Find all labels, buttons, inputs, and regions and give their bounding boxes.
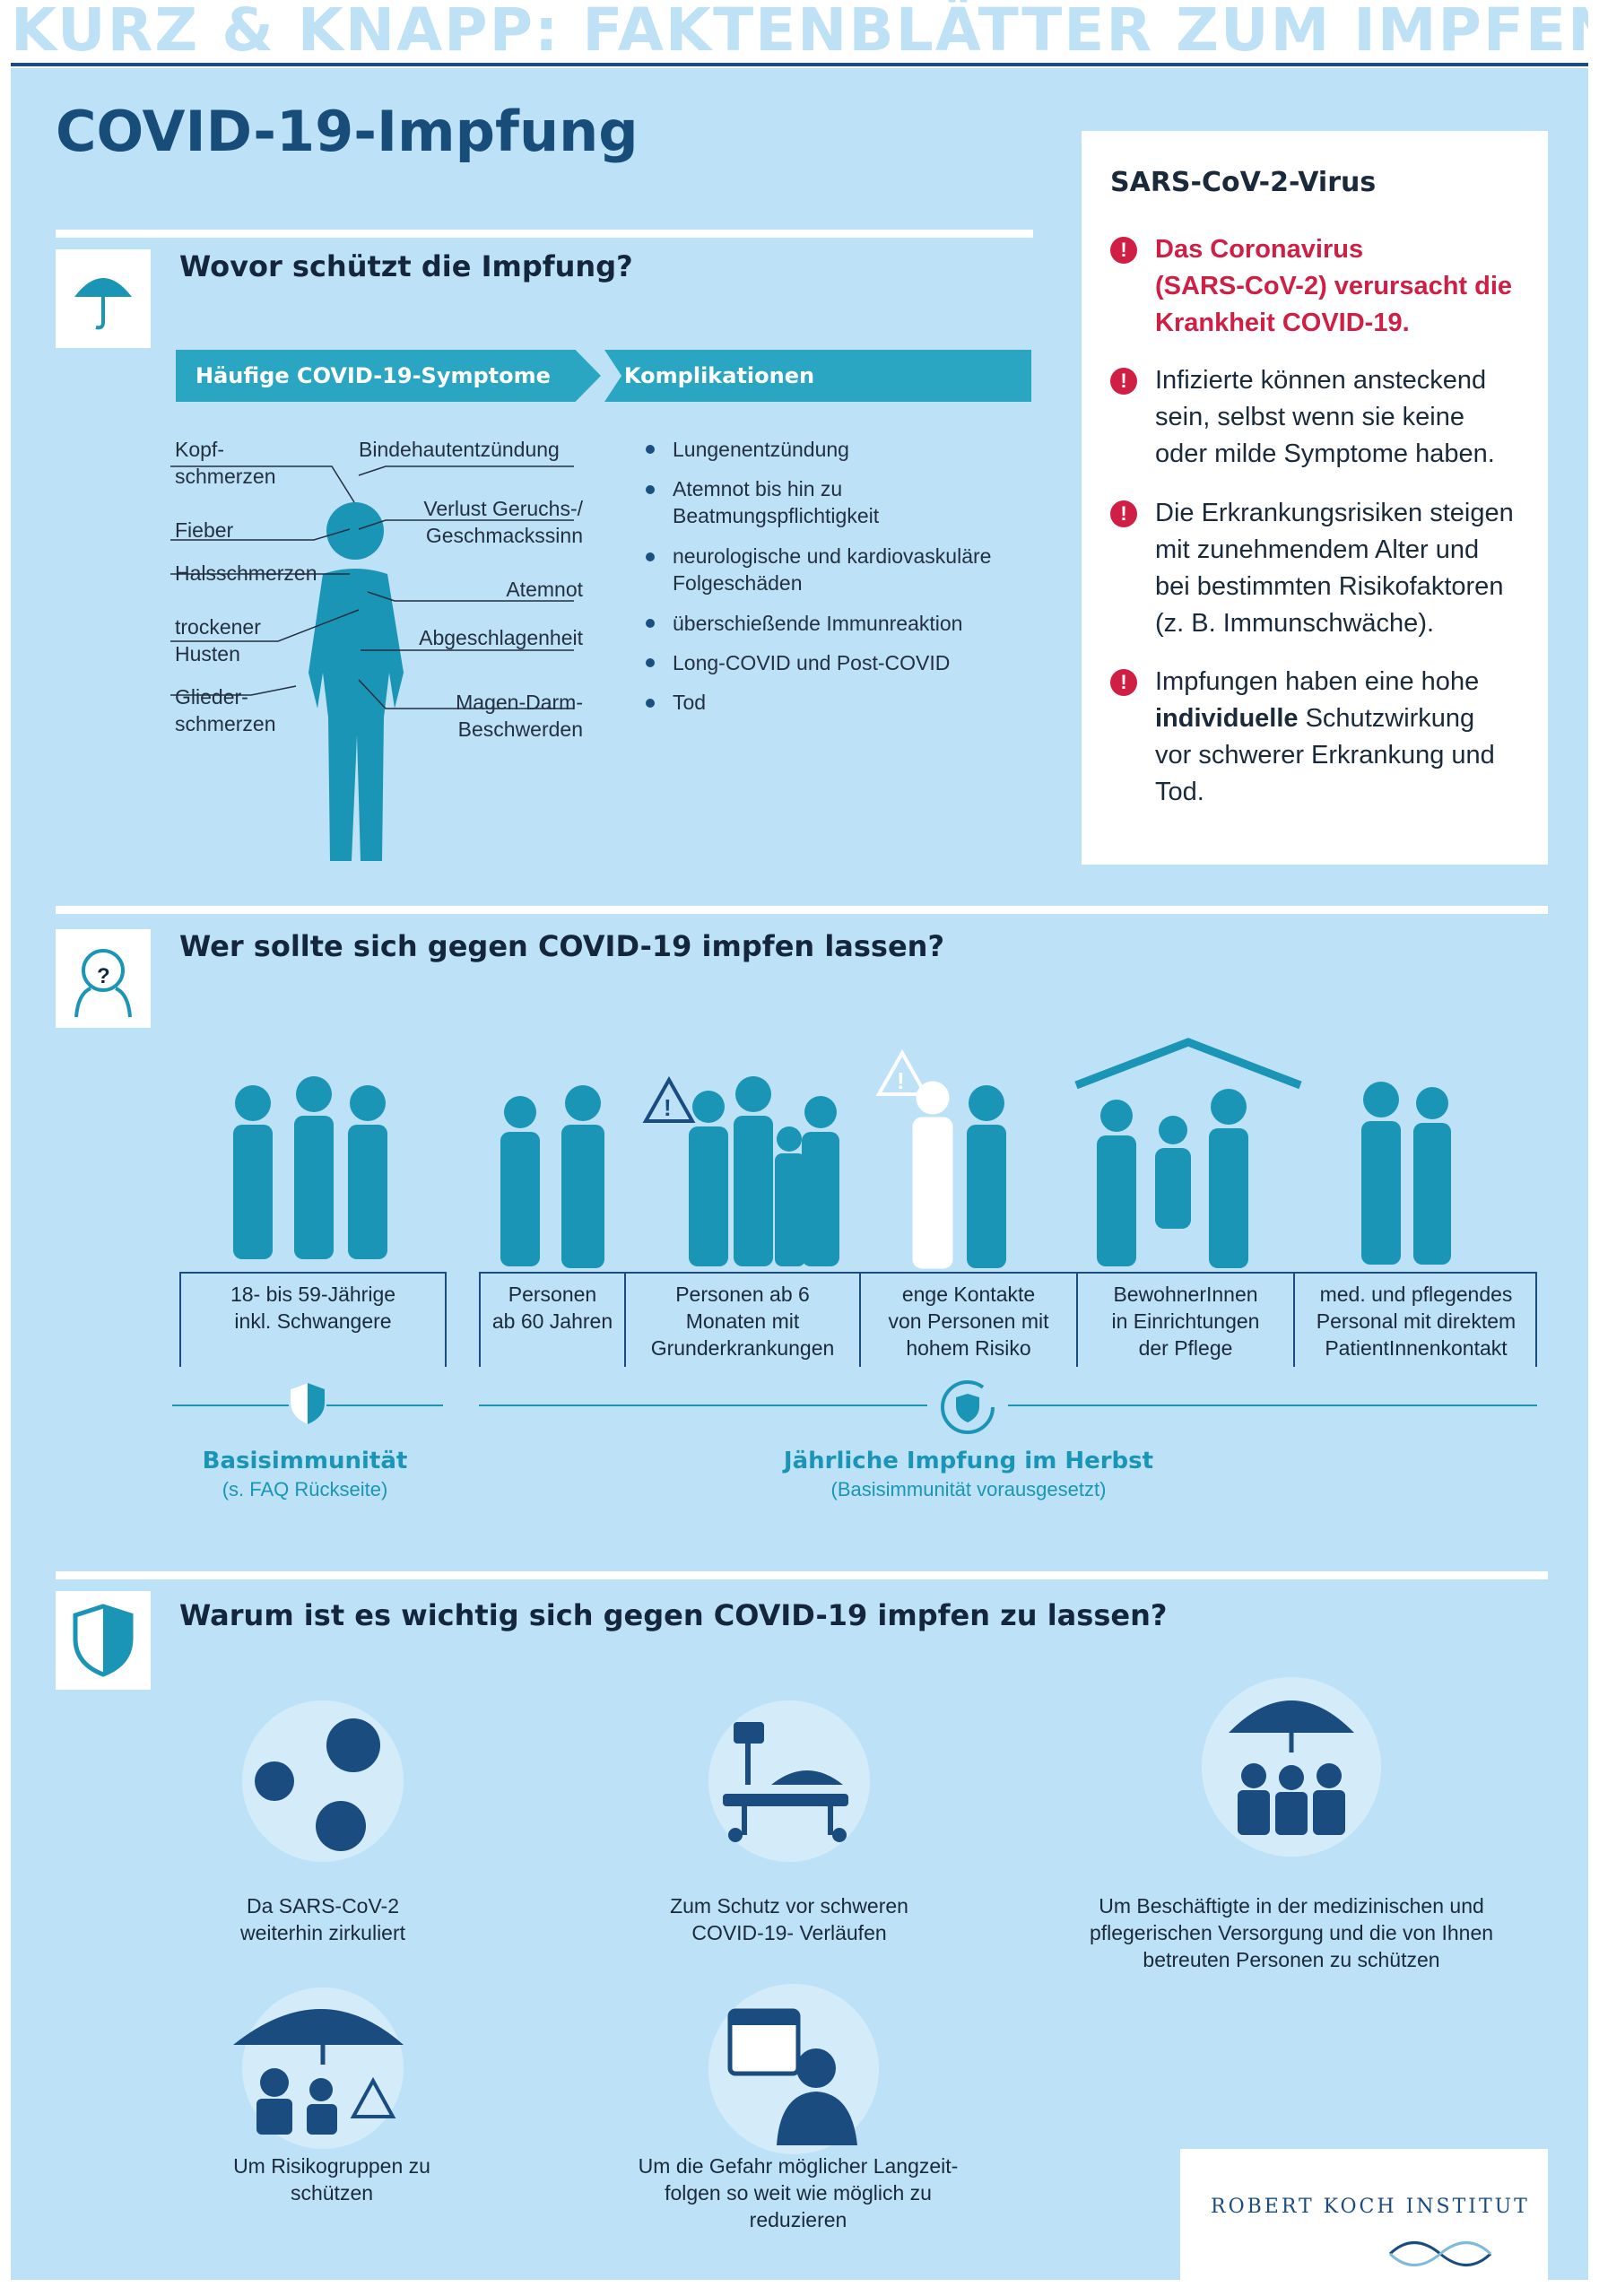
reason-label: Um die Gefahr möglicher Langzeit-folgen … (638, 2154, 959, 2231)
symptom-hals: Halsschmerzen (175, 561, 317, 585)
virus-icon (255, 1718, 380, 1851)
person-question-icon: ? (74, 949, 132, 1018)
dna-logo-icon (1388, 2241, 1492, 2266)
section-heading-why: Warum ist es wichtig sich gegen COVID-19… (179, 1598, 1168, 1632)
symptom-geruch: Verlust Geruchs-/Geschmackssinn (423, 497, 583, 547)
logo-text: ROBERT KOCH INSTITUT (1211, 2196, 1530, 2218)
complications-title: Komplikationen (624, 363, 815, 388)
symptom-glieder: Glieder-schmerzen (175, 685, 276, 735)
svg-text:!: ! (897, 1067, 905, 1094)
symptom-abgeschlagenheit: Abgeschlagenheit (419, 626, 583, 649)
basis-title: Basisimmunität (202, 1448, 408, 1474)
bullet (646, 485, 655, 494)
section-heading-who: Wer sollte sich gegen COVID-19 impfen la… (179, 929, 945, 963)
banner-rule (11, 63, 1588, 66)
bullet (646, 619, 655, 628)
divider (624, 1272, 626, 1367)
symptom-bindehaut: Bindehautentzündung (359, 438, 560, 461)
svg-text:!: ! (664, 1094, 672, 1121)
sars-box-title: SARS-CoV-2-Virus (1110, 167, 1377, 198)
risk-group-umbrella-icon (233, 2009, 404, 2135)
umbrella-icon (74, 278, 132, 330)
timeline-line (1008, 1405, 1537, 1406)
renewal-shield-icon (941, 1380, 995, 1434)
bullet (646, 445, 655, 454)
complication-item: überschießende Immunreaktion (673, 612, 963, 635)
medical-staff-umbrella-icon (1229, 1700, 1354, 1835)
timeline-line (326, 1405, 443, 1406)
group-box (479, 1272, 1537, 1367)
person-question-icon-box: ? (56, 929, 151, 1028)
section-heading-protect: Wovor schützt die Impfung? (179, 249, 633, 283)
exclamation-icon: ! (1110, 669, 1137, 696)
shield-icon (73, 1604, 134, 1677)
complication-item: Lungenentzündung (673, 438, 849, 461)
symptom-leader-lines (170, 465, 574, 709)
symptoms-banner: Häufige COVID-19-Symptome (176, 350, 601, 402)
timeline-line (172, 1405, 289, 1406)
annual-subtitle: (Basisimmunität vorausgesetzt) (830, 1478, 1107, 1500)
symptom-kopf: Kopf-schmerzen (175, 438, 276, 488)
banner-title: KURZ & KNAPP: FAKTENBLÄTTER ZUM IMPFEN (11, 0, 1588, 65)
complication-item: Long-COVID und Post-COVID (673, 651, 951, 674)
umbrella-icon-box (56, 249, 151, 348)
symptom-magen: Magen-Darm-Beschwerden (456, 691, 583, 741)
group-box (179, 1272, 447, 1367)
exclamation-icon: ! (1110, 500, 1137, 527)
rki-logo: ROBERT KOCH INSTITUT (1180, 2149, 1548, 2283)
exclamation-icon: ! (1110, 237, 1137, 264)
reason-label: Um Beschäftigte in der medizinischen und… (1089, 1894, 1494, 1971)
svg-text:?: ? (97, 964, 110, 988)
timeline-line (479, 1405, 927, 1406)
body-figure-icon (309, 502, 404, 861)
bullet (646, 552, 655, 561)
section-rule (56, 230, 1033, 238)
exclamation-icon: ! (1110, 368, 1137, 395)
bullet (646, 699, 655, 708)
complications-banner: Komplikationen (604, 350, 1031, 402)
section-rule (56, 906, 1548, 914)
section-rule (56, 1571, 1548, 1579)
bullet (646, 658, 655, 667)
sars-info-box: SARS-CoV-2-Virus ! Das Coronavirus(SARS-… (1082, 131, 1548, 865)
divider (1076, 1272, 1078, 1367)
hospital-bed-icon (723, 1722, 848, 1842)
symptom-atemnot: Atemnot (506, 578, 583, 601)
group-figures-icon: ! ! (233, 1038, 1451, 1269)
divider (859, 1272, 861, 1367)
calendar-distressed-person-icon (727, 2008, 857, 2145)
shield-icon-box (56, 1591, 151, 1690)
symptom-fieber: Fieber (175, 518, 234, 542)
page-title: COVID-19-Impfung (56, 99, 639, 164)
basis-subtitle: (s. FAQ Rückseite) (222, 1478, 388, 1500)
divider (1293, 1272, 1295, 1367)
annual-title: Jährliche Impfung im Herbst (783, 1448, 1154, 1474)
complication-item: Tod (673, 691, 707, 714)
shield-icon (291, 1383, 325, 1424)
